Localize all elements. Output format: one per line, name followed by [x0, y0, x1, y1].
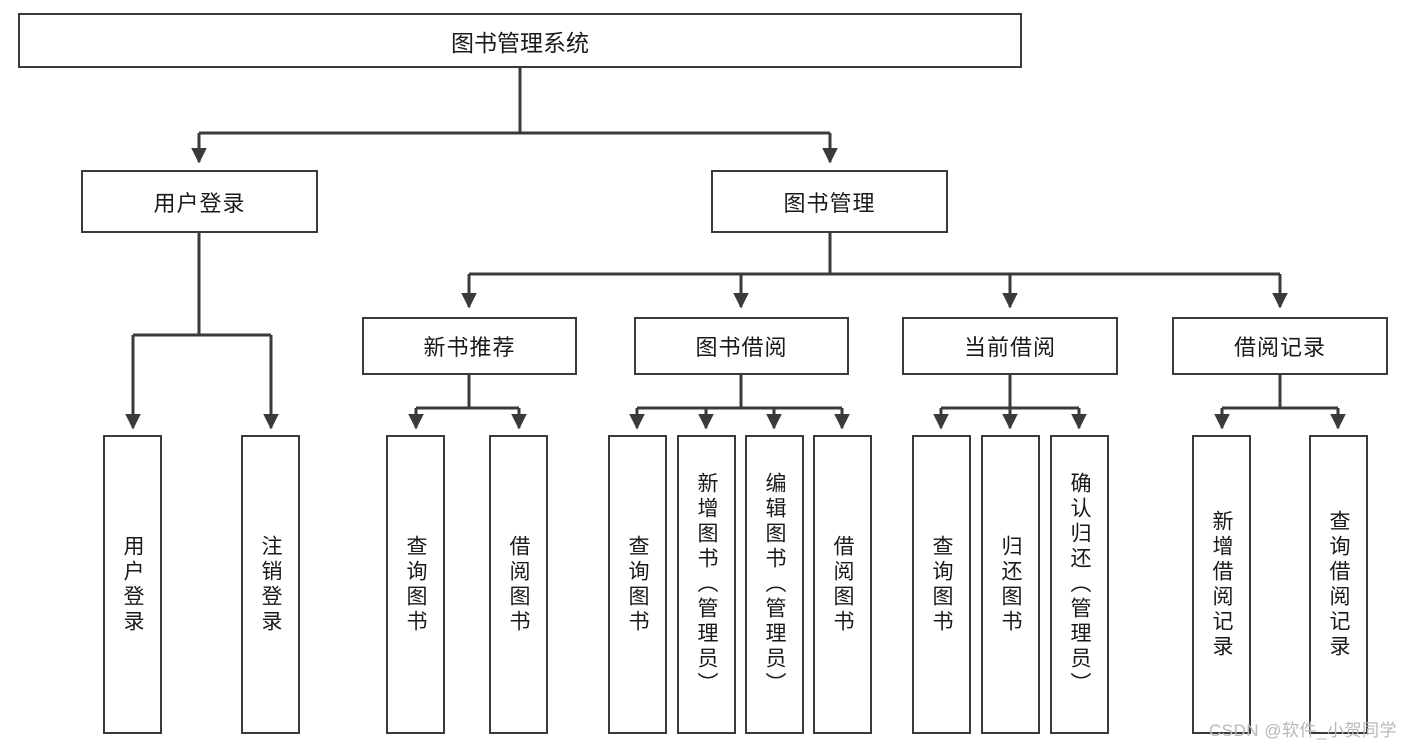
leaf-logout-label: 注销登录 — [259, 534, 282, 635]
leaf-add-record-label: 新增借阅记录 — [1210, 509, 1233, 660]
leaf-confirm-return-label: 确认归还（管理员） — [1068, 472, 1091, 697]
node-user-login[interactable]: 用户登录 — [81, 170, 318, 233]
node-book-management[interactable]: 图书管理 — [711, 170, 948, 233]
node-current-borrow-label: 当前借阅 — [963, 335, 1056, 360]
node-new-book-recommend[interactable]: 新书推荐 — [362, 317, 577, 375]
leaf-user-login-label: 用户登录 — [121, 534, 144, 635]
leaf-logout[interactable]: 注销登录 — [241, 435, 300, 734]
leaf-query-book-3[interactable]: 查询图书 — [912, 435, 971, 734]
leaf-add-book-label: 新增图书（管理员） — [695, 472, 718, 697]
leaf-confirm-return[interactable]: 确认归还（管理员） — [1050, 435, 1109, 734]
node-borrow-record[interactable]: 借阅记录 — [1172, 317, 1388, 375]
leaf-add-record[interactable]: 新增借阅记录 — [1192, 435, 1251, 734]
node-book-management-label: 图书管理 — [783, 190, 876, 216]
leaf-borrow-book-2[interactable]: 借阅图书 — [813, 435, 872, 734]
node-new-book-recommend-label: 新书推荐 — [423, 335, 516, 360]
leaf-query-record-label: 查询借阅记录 — [1327, 509, 1350, 660]
node-borrow-record-label: 借阅记录 — [1233, 335, 1326, 360]
node-book-borrow[interactable]: 图书借阅 — [634, 317, 849, 375]
leaf-query-record[interactable]: 查询借阅记录 — [1309, 435, 1368, 734]
leaf-return-book[interactable]: 归还图书 — [981, 435, 1040, 734]
node-user-login-label: 用户登录 — [153, 190, 246, 216]
leaf-user-login[interactable]: 用户登录 — [103, 435, 162, 734]
node-book-borrow-label: 图书借阅 — [695, 335, 788, 360]
leaf-edit-book[interactable]: 编辑图书（管理员） — [745, 435, 804, 734]
leaf-borrow-book-1[interactable]: 借阅图书 — [489, 435, 548, 734]
leaf-query-book-1[interactable]: 查询图书 — [386, 435, 445, 734]
leaf-edit-book-label: 编辑图书（管理员） — [763, 472, 786, 697]
node-current-borrow[interactable]: 当前借阅 — [902, 317, 1118, 375]
leaf-add-book[interactable]: 新增图书（管理员） — [677, 435, 736, 734]
leaf-query-book-2[interactable]: 查询图书 — [608, 435, 667, 734]
leaf-query-book-1-label: 查询图书 — [404, 534, 427, 635]
leaf-borrow-book-1-label: 借阅图书 — [507, 534, 530, 635]
leaf-query-book-3-label: 查询图书 — [930, 534, 953, 635]
watermark: CSDN @软件_小贺同学 — [1208, 721, 1397, 740]
leaf-borrow-book-2-label: 借阅图书 — [831, 534, 854, 635]
leaf-return-book-label: 归还图书 — [999, 534, 1022, 635]
node-root[interactable]: 图书管理系统 — [18, 13, 1022, 68]
leaf-query-book-2-label: 查询图书 — [626, 534, 649, 635]
node-root-label: 图书管理系统 — [451, 29, 589, 56]
